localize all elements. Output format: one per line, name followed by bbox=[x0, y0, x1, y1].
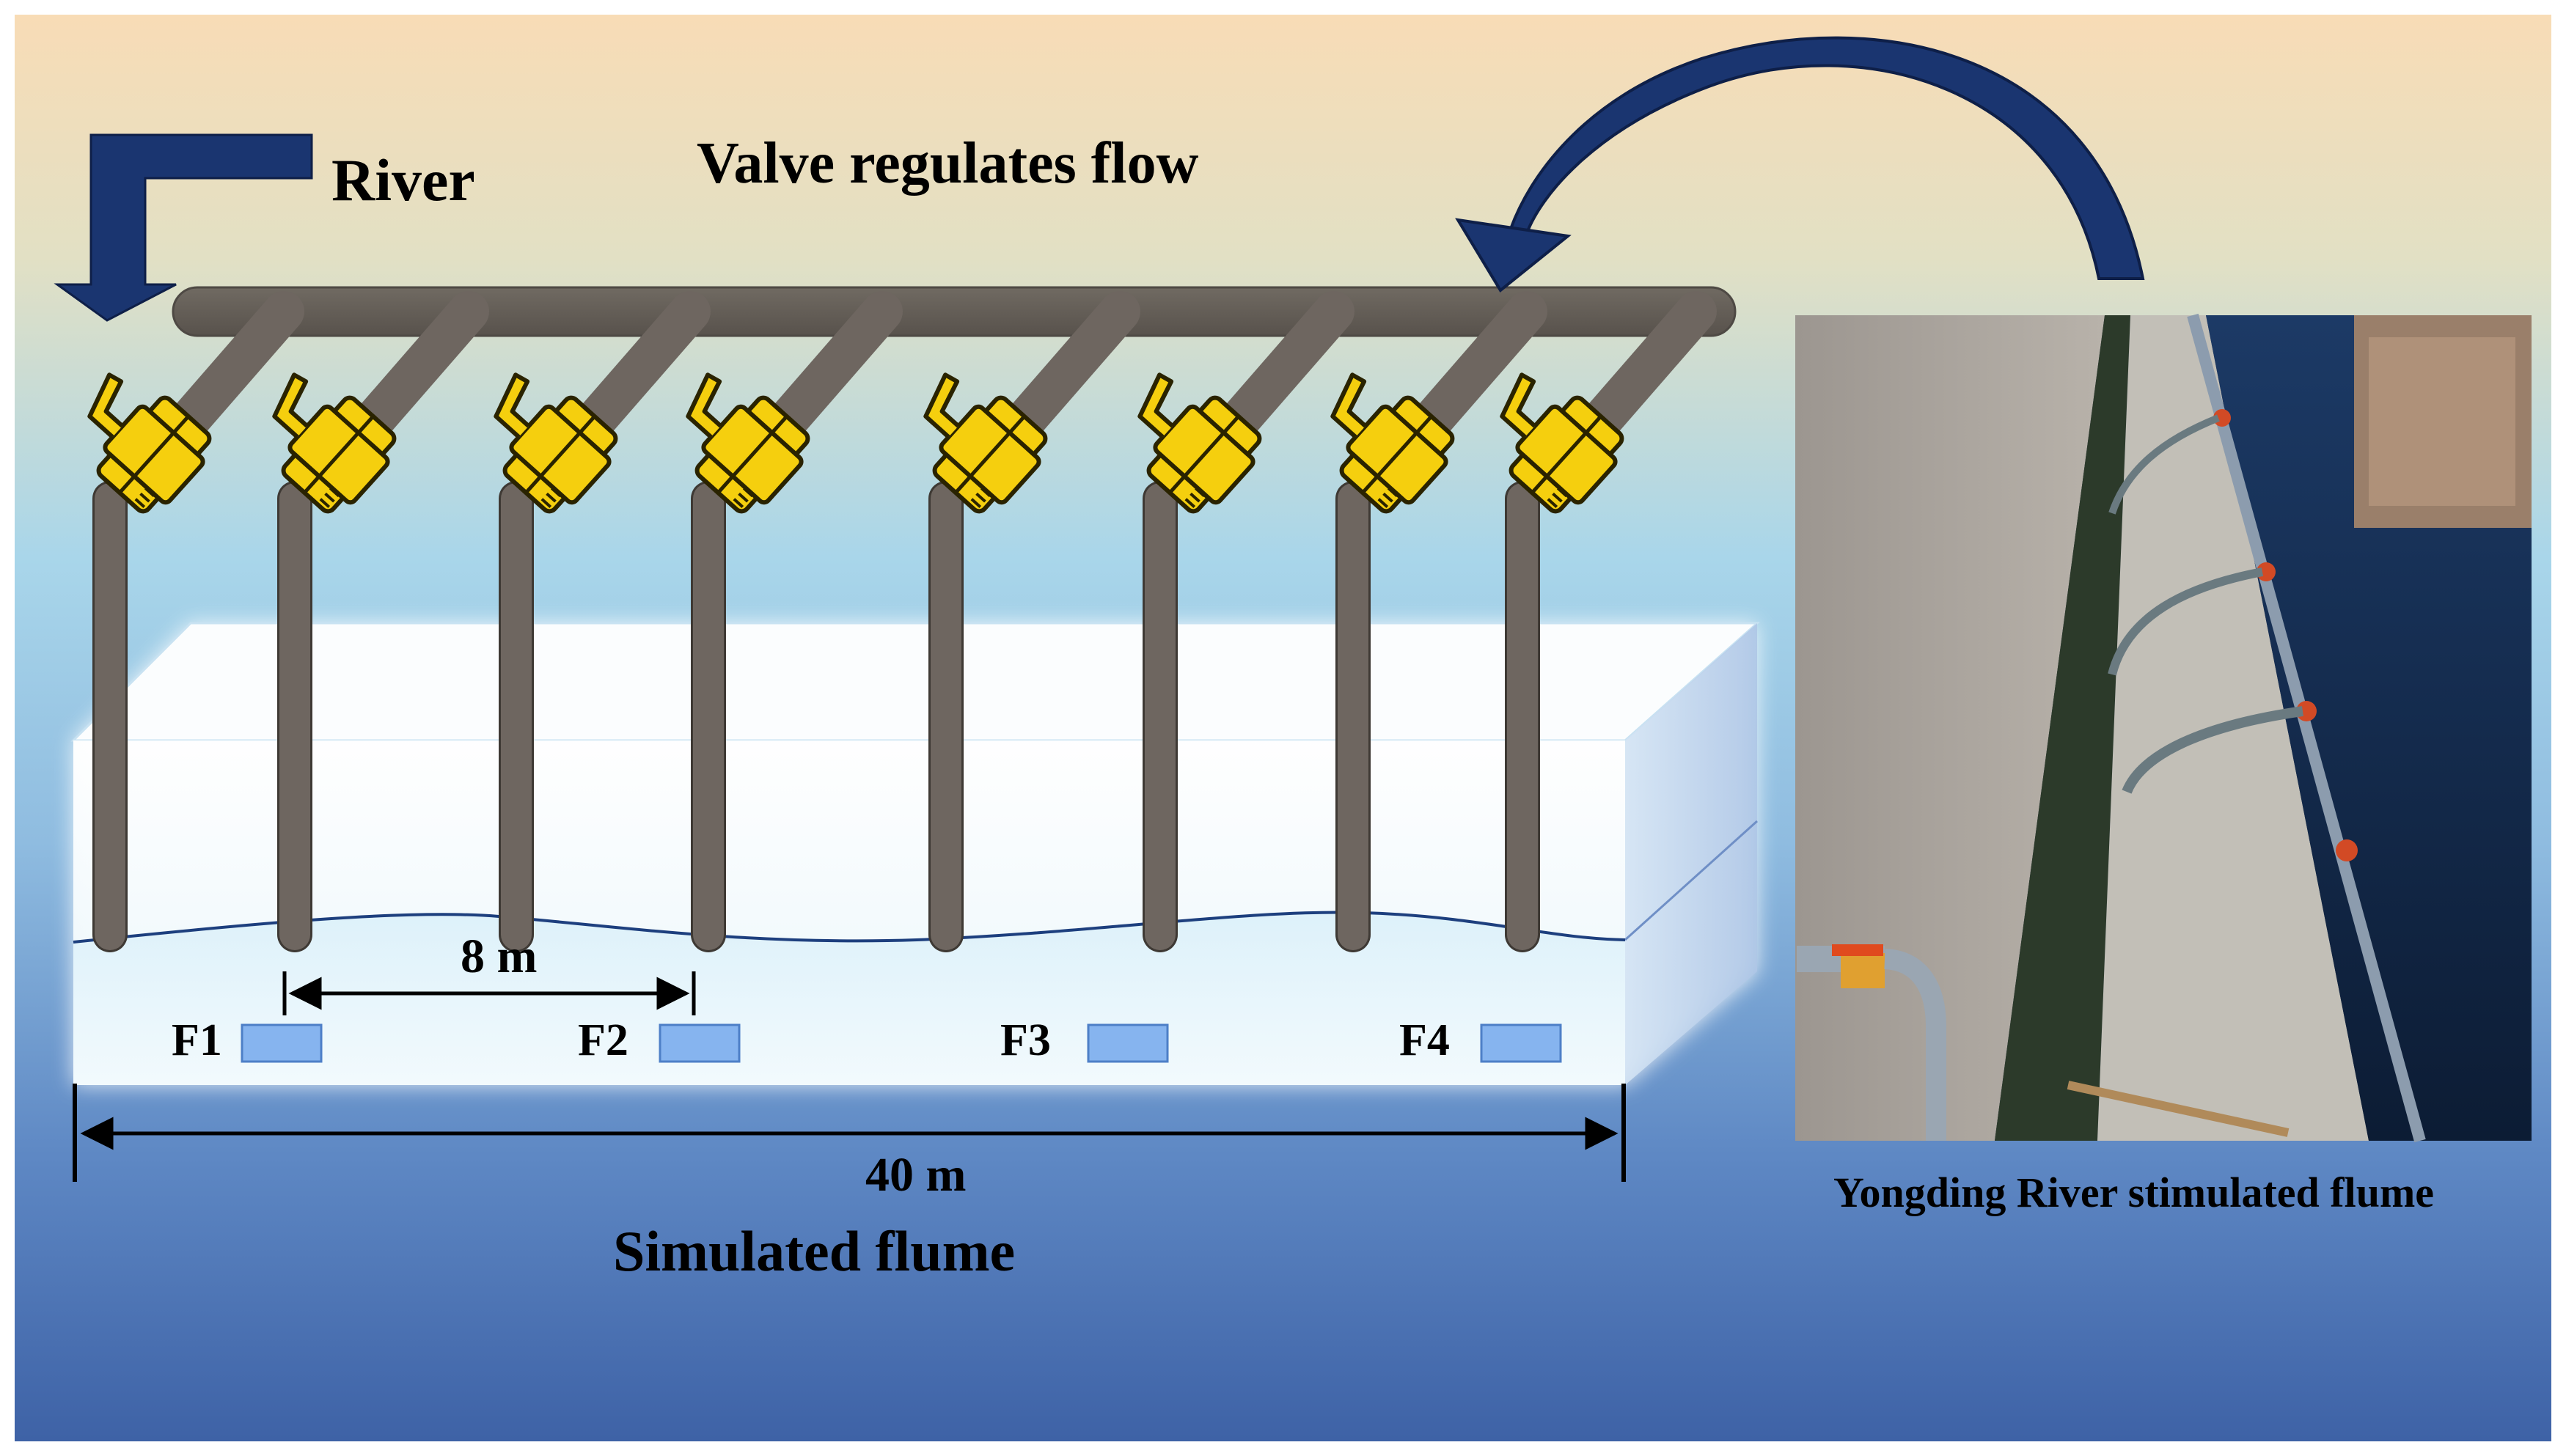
branch-pipe-1 bbox=[87, 291, 304, 952]
branch-pipes bbox=[87, 291, 1717, 952]
sensor-label-f2: F2 bbox=[578, 1015, 628, 1065]
flume-top-face bbox=[70, 622, 1760, 742]
branch-pipe-7 bbox=[1330, 291, 1547, 952]
valve-5 bbox=[923, 372, 1048, 514]
sensor-label-f1: F1 bbox=[172, 1015, 222, 1065]
river-arrow bbox=[54, 133, 313, 322]
sensors bbox=[241, 1023, 1562, 1063]
branch-pipe-6 bbox=[1137, 291, 1355, 952]
valve-4 bbox=[686, 372, 810, 514]
sensor-label-f3: F3 bbox=[1000, 1015, 1051, 1065]
valve-1 bbox=[87, 372, 212, 514]
branch-pipe-5 bbox=[923, 291, 1140, 952]
return-arrowhead bbox=[1455, 218, 1572, 293]
valve-6 bbox=[1137, 372, 1262, 514]
dimension-8m bbox=[282, 971, 696, 1015]
sensor-f3 bbox=[1087, 1023, 1169, 1063]
length-label: 40 m bbox=[865, 1148, 967, 1202]
water-body bbox=[73, 912, 1625, 1085]
dimension-40m bbox=[73, 1084, 1626, 1182]
valve-3 bbox=[494, 372, 618, 514]
river-label: River bbox=[331, 147, 475, 213]
branch-pipe-3 bbox=[494, 291, 711, 952]
flume-photo bbox=[1795, 313, 2532, 1143]
sensor-f4 bbox=[1480, 1023, 1562, 1063]
valve-8 bbox=[1500, 372, 1624, 514]
sensor-f2 bbox=[659, 1023, 741, 1063]
spacing-label: 8 m bbox=[461, 930, 538, 983]
photo-caption: Yongding River stimulated flume bbox=[1833, 1169, 2435, 1216]
branch-pipe-2 bbox=[272, 291, 489, 952]
sensor-label-f4: F4 bbox=[1399, 1015, 1450, 1065]
water-surface bbox=[73, 911, 1626, 944]
flume-box bbox=[70, 622, 1760, 1085]
flume-side-face bbox=[1625, 623, 1757, 1085]
sensor-f1 bbox=[241, 1023, 323, 1063]
valve-2 bbox=[272, 372, 397, 514]
return-arrow-curve bbox=[1509, 36, 2145, 280]
flume-label: Simulated flume bbox=[613, 1219, 1016, 1283]
branch-pipe-4 bbox=[686, 291, 903, 952]
valve-label: Valve regulates flow bbox=[697, 131, 1199, 196]
valve-7 bbox=[1330, 372, 1455, 514]
branch-pipe-8 bbox=[1500, 291, 1717, 952]
